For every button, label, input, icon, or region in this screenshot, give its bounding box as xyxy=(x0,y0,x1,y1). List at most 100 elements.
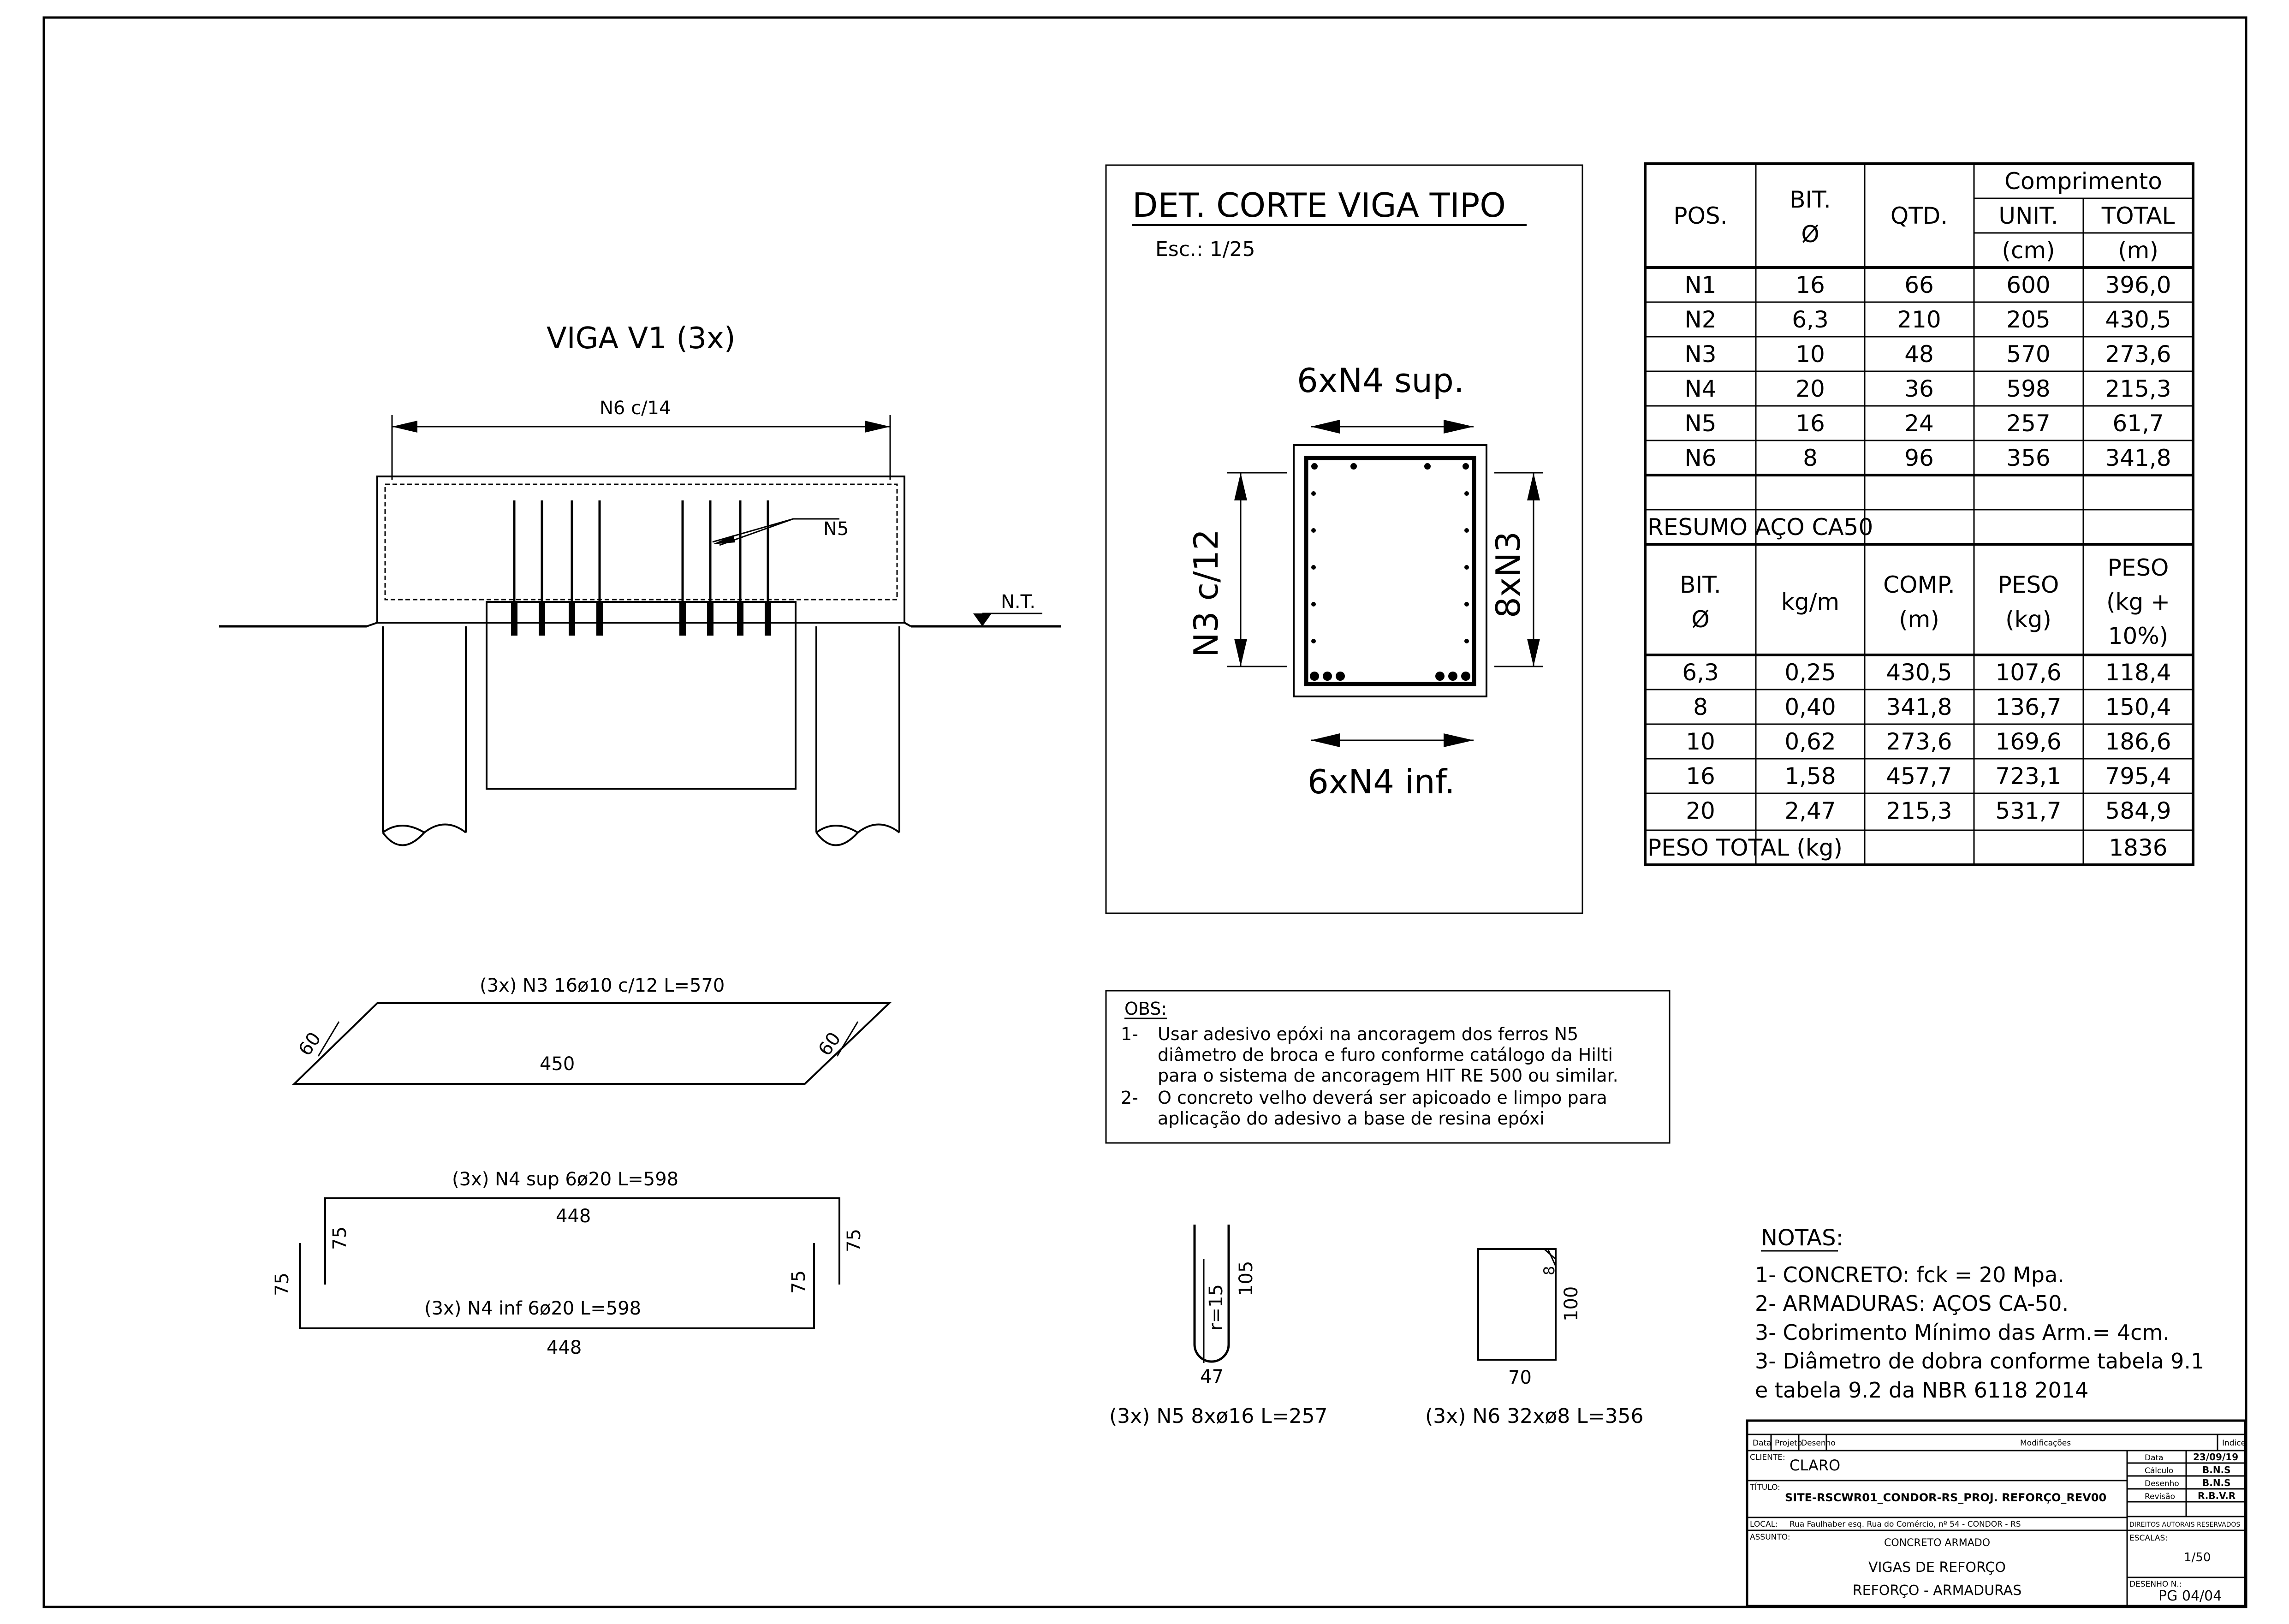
note-line-4: 3- Diâmetro de dobra conforme tabela 9.1 xyxy=(1755,1349,2204,1374)
obs-2-line-1: O concreto velho deverá ser apicoado e l… xyxy=(1158,1088,1607,1108)
steel-table-cell: 570 xyxy=(2006,341,2050,368)
summary-table-cell: 169,6 xyxy=(1995,728,2061,755)
steel-table-cell: 66 xyxy=(1904,272,1934,298)
steel-table-cell: N5 xyxy=(1684,410,1716,437)
summary-table-cell: 0,62 xyxy=(1784,728,1836,755)
n5-radius-dim: r=15 xyxy=(1206,1284,1227,1331)
n4inf-shape-label: (3x) N4 inf 6ø20 L=598 xyxy=(424,1298,641,1319)
summary-table-cell: 457,7 xyxy=(1886,763,1952,790)
n4inf-left-dim: 75 xyxy=(272,1273,293,1296)
shape-n3: (3x) N3 16ø10 c/12 L=570 60 60 450 xyxy=(292,975,892,1085)
n6-width-dim: 70 xyxy=(1508,1367,1532,1388)
tb-revisao: R.B.V.R xyxy=(2198,1490,2235,1501)
tb-data: 23/09/19 xyxy=(2193,1451,2238,1463)
tb-titulo: SITE-RSCWR01_CONDOR-RS_PROJ. REFORÇO_REV… xyxy=(1785,1491,2106,1504)
obs-1-line-3: para o sistema de ancoragem HIT RE 500 o… xyxy=(1158,1065,1618,1086)
shape-n5: 105 r=15 47 (3x) N5 8xø16 L=257 xyxy=(1109,1225,1328,1428)
note-line-2: 2- ARMADURAS: AÇOS CA-50. xyxy=(1755,1291,2069,1316)
tb-hdr-desenho: Desenho xyxy=(1801,1439,1836,1448)
tb-local: Rua Faulhaber esq. Rua do Comércio, nº 5… xyxy=(1790,1520,2021,1529)
summary-table-cell: 0,40 xyxy=(1784,694,1836,720)
tb-calculo-label: Cálculo xyxy=(2145,1466,2173,1475)
summary-table-cell: 1,58 xyxy=(1784,763,1836,790)
stirrup-label: N3 c/12 xyxy=(1187,529,1225,657)
steel-table-cell: N4 xyxy=(1684,375,1716,402)
note-line-5: e tabela 9.2 da NBR 6118 2014 xyxy=(1755,1378,2088,1403)
n4sup-top-dim: 448 xyxy=(556,1206,591,1227)
summary-table-cell: 150,4 xyxy=(2105,694,2171,720)
n6-hook-dim: 8 xyxy=(1540,1266,1558,1275)
tb-hdr-indice: Indice xyxy=(2222,1439,2246,1448)
steel-table-cell: 16 xyxy=(1796,410,1825,437)
sheet-border xyxy=(42,16,2247,1608)
shape-n6: 8 100 70 (3x) N6 32xø8 L=356 xyxy=(1425,1248,1644,1428)
steel-table-cell: 273,6 xyxy=(2105,341,2171,368)
tb-calculo: B.N.S xyxy=(2202,1464,2231,1475)
th-bit-1: BIT. xyxy=(1790,186,1831,213)
tb-assunto-label: ASSUNTO: xyxy=(1750,1533,1790,1542)
detail-scale: Esc.: 1/25 xyxy=(1155,238,1255,261)
obs-box: OBS: 1- Usar adesivo epóxi na ancoragem … xyxy=(1105,990,1671,1144)
tb-escala: 1/50 xyxy=(2184,1551,2211,1565)
sh-peso-1: PESO xyxy=(1998,571,2059,598)
obs-2-line-2: aplicação do adesivo a base de resina ep… xyxy=(1158,1108,1545,1129)
sh-bit-2: Ø xyxy=(1691,606,1709,633)
th-bit-2: Ø xyxy=(1801,221,1819,248)
tb-escalas-label: ESCALAS: xyxy=(2129,1534,2168,1543)
summary-table-cell: 10 xyxy=(1686,728,1715,755)
steel-table-cell: 210 xyxy=(1897,306,1941,333)
th-comprimento: Comprimento xyxy=(2004,168,2162,195)
n6-height-dim: 100 xyxy=(1561,1286,1582,1321)
summary-table-cell: 723,1 xyxy=(1995,763,2061,790)
obs-title: OBS: xyxy=(1124,999,1167,1019)
n6-shape-label: (3x) N6 32xø8 L=356 xyxy=(1425,1404,1644,1428)
sh-bit-1: BIT. xyxy=(1680,571,1721,598)
tb-revisao-label: Revisão xyxy=(2145,1492,2175,1501)
summary-table-cell: 584,9 xyxy=(2105,797,2171,824)
top-bars-label: 6xN4 sup. xyxy=(1297,361,1464,400)
th-total-u: (m) xyxy=(2118,237,2158,264)
tb-hdr-projeto: Projeto xyxy=(1775,1439,1802,1448)
steel-table-cell: 600 xyxy=(2006,272,2050,298)
n5-width-dim: 47 xyxy=(1200,1366,1224,1387)
note-line-3: 3- Cobrimento Mínimo das Arm.= 4cm. xyxy=(1755,1320,2170,1345)
sh-kgm: kg/m xyxy=(1781,589,1839,615)
summary-table-cell: 0,25 xyxy=(1784,659,1836,686)
tb-assunto-3: REFORÇO - ARMADURAS xyxy=(1853,1582,2022,1599)
note-line-1: 1- CONCRETO: fck = 20 Mpa. xyxy=(1755,1262,2064,1287)
steel-table-cell: 257 xyxy=(2006,410,2050,437)
summary-table-cell: 8 xyxy=(1693,694,1708,720)
n4sup-right-dim: 75 xyxy=(844,1229,865,1252)
total-value: 1836 xyxy=(2109,834,2167,861)
sh-comp-2: (m) xyxy=(1899,606,1939,633)
tb-cliente: CLARO xyxy=(1790,1457,1840,1474)
obs-1-line-1: Usar adesivo epóxi na ancoragem dos ferr… xyxy=(1158,1024,1578,1044)
summary-table-cell: 531,7 xyxy=(1995,797,2061,824)
summary-table-cell: 273,6 xyxy=(1886,728,1952,755)
n4sup-shape-label: (3x) N4 sup 6ø20 L=598 xyxy=(452,1169,678,1190)
steel-table-cell: 16 xyxy=(1796,272,1825,298)
summary-table-cell: 341,8 xyxy=(1886,694,1952,720)
sh-comp-1: COMP. xyxy=(1883,571,1955,598)
steel-table-cell: 48 xyxy=(1904,341,1934,368)
th-unit-u: (cm) xyxy=(2002,237,2055,264)
n4inf-bottom-dim: 448 xyxy=(547,1337,582,1358)
obs-1-num: 1- xyxy=(1121,1024,1138,1044)
n6-spacing-label: N6 c/14 xyxy=(600,398,671,419)
steel-table-cell: 8 xyxy=(1803,445,1818,471)
tb-data-label: Data xyxy=(2145,1453,2164,1463)
steel-table-cell: 430,5 xyxy=(2105,306,2171,333)
tb-assunto-2: VIGAS DE REFORÇO xyxy=(1868,1559,2006,1576)
summary-table-cell: 20 xyxy=(1686,797,1715,824)
obs-1-line-2: diâmetro de broca e furo conforme catálo… xyxy=(1158,1045,1613,1065)
n5-height-dim: 105 xyxy=(1236,1261,1257,1296)
n3-shape-label: (3x) N3 16ø10 c/12 L=570 xyxy=(480,975,725,996)
tb-desenho: B.N.S xyxy=(2202,1477,2231,1488)
obs-2-num: 2- xyxy=(1121,1088,1138,1108)
tb-cliente-label: CLIENTE: xyxy=(1750,1453,1785,1462)
steel-table-cell: N1 xyxy=(1684,272,1716,298)
th-qtd: QTD. xyxy=(1891,202,1948,229)
steel-table-cell: N2 xyxy=(1684,306,1716,333)
steel-table-cell: 598 xyxy=(2006,375,2050,402)
summary-title: RESUMO AÇO CA50 xyxy=(1647,514,1873,541)
